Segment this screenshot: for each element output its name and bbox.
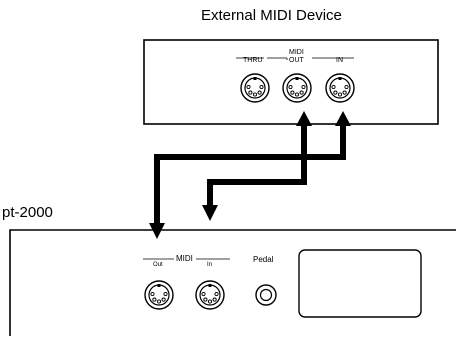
pedal-jack	[255, 284, 277, 306]
external-midi-bracket	[236, 57, 354, 60]
out-connector	[282, 73, 312, 103]
arrowhead-up	[335, 111, 351, 126]
thru-label: THRU	[243, 57, 263, 64]
piano-midi-label: MIDI	[176, 254, 193, 263]
display-window	[298, 249, 422, 318]
cable-out-to-in	[202, 111, 312, 221]
in-label: IN	[336, 57, 343, 64]
in-connector	[325, 73, 355, 103]
piano-in-label: In	[207, 262, 213, 268]
piano-title: pt-2000	[2, 204, 53, 221]
piano-out-label: Out	[153, 262, 163, 268]
out-label: OUT	[289, 57, 304, 64]
piano-body-outline	[9, 229, 456, 336]
cable-in-to-out	[149, 111, 351, 239]
external-device-title: External MIDI Device	[201, 7, 342, 24]
thru-connector	[240, 73, 270, 103]
piano-out-connector	[144, 280, 174, 310]
arrowhead-down	[202, 205, 218, 221]
pedal-label: Pedal	[253, 255, 274, 264]
piano-in-connector	[195, 280, 225, 310]
arrowhead-up	[296, 111, 312, 126]
external-midi-label: MIDI	[289, 49, 304, 56]
arrowhead-down	[149, 223, 165, 239]
